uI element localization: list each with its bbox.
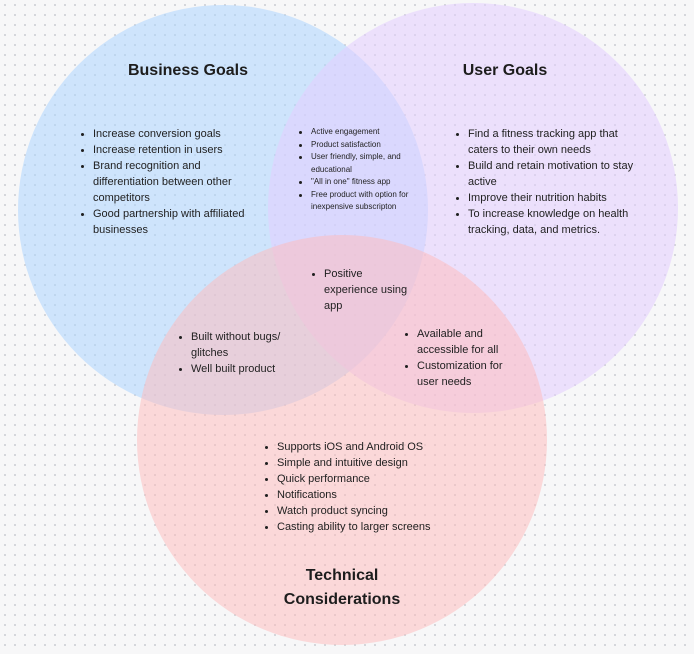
list-item: Active engagement [299, 126, 419, 139]
technical-considerations-circle [137, 235, 547, 645]
list-item: Supports iOS and Android OS [265, 439, 465, 455]
business-goals-title: Business Goals [127, 62, 249, 79]
list-item: Brand recognition and differentiation be… [81, 158, 251, 206]
list-item: Simple and intuitive design [265, 455, 465, 471]
list-item: To increase knowledge on health tracking… [456, 206, 641, 238]
list-item: Good partnership with affiliated busines… [81, 206, 251, 238]
list-item: Casting ability to larger screens [265, 519, 465, 535]
list-item: "All in one" fitness app [299, 176, 419, 189]
business-technical-overlap-list: Built without bugs/ glitches Well built … [179, 329, 299, 377]
business-goals-list: Increase conversion goals Increase reten… [81, 126, 251, 238]
list-item: User friendly, simple, and educational [299, 151, 419, 176]
user-goals-list: Find a fitness tracking app that caters … [456, 126, 641, 238]
list-item: Find a fitness tracking app that caters … [456, 126, 641, 158]
list-item: Improve their nutrition habits [456, 190, 641, 206]
list-item: Build and retain motivation to stay acti… [456, 158, 641, 190]
list-item: Customization for user needs [405, 358, 515, 390]
technical-considerations-list: Supports iOS and Android OS Simple and i… [265, 439, 465, 535]
list-item: Product satisfaction [299, 139, 419, 152]
list-item: Increase retention in users [81, 142, 251, 158]
list-item: Positive experience using app [312, 266, 412, 314]
user-technical-overlap-list: Available and accessible for all Customi… [405, 326, 515, 390]
user-goals-title: User Goals [462, 62, 548, 79]
technical-considerations-title: Technical Considerations [283, 567, 401, 608]
all-overlap-list: Positive experience using app [312, 266, 412, 314]
list-item: Built without bugs/ glitches [179, 329, 299, 361]
list-item: Available and accessible for all [405, 326, 515, 358]
list-item: Well built product [179, 361, 299, 377]
list-item: Quick performance [265, 471, 465, 487]
list-item: Free product with option for inexpensive… [299, 189, 419, 214]
list-item: Watch product syncing [265, 503, 465, 519]
list-item: Increase conversion goals [81, 126, 251, 142]
list-item: Notifications [265, 487, 465, 503]
business-user-overlap-list: Active engagement Product satisfaction U… [299, 126, 419, 214]
